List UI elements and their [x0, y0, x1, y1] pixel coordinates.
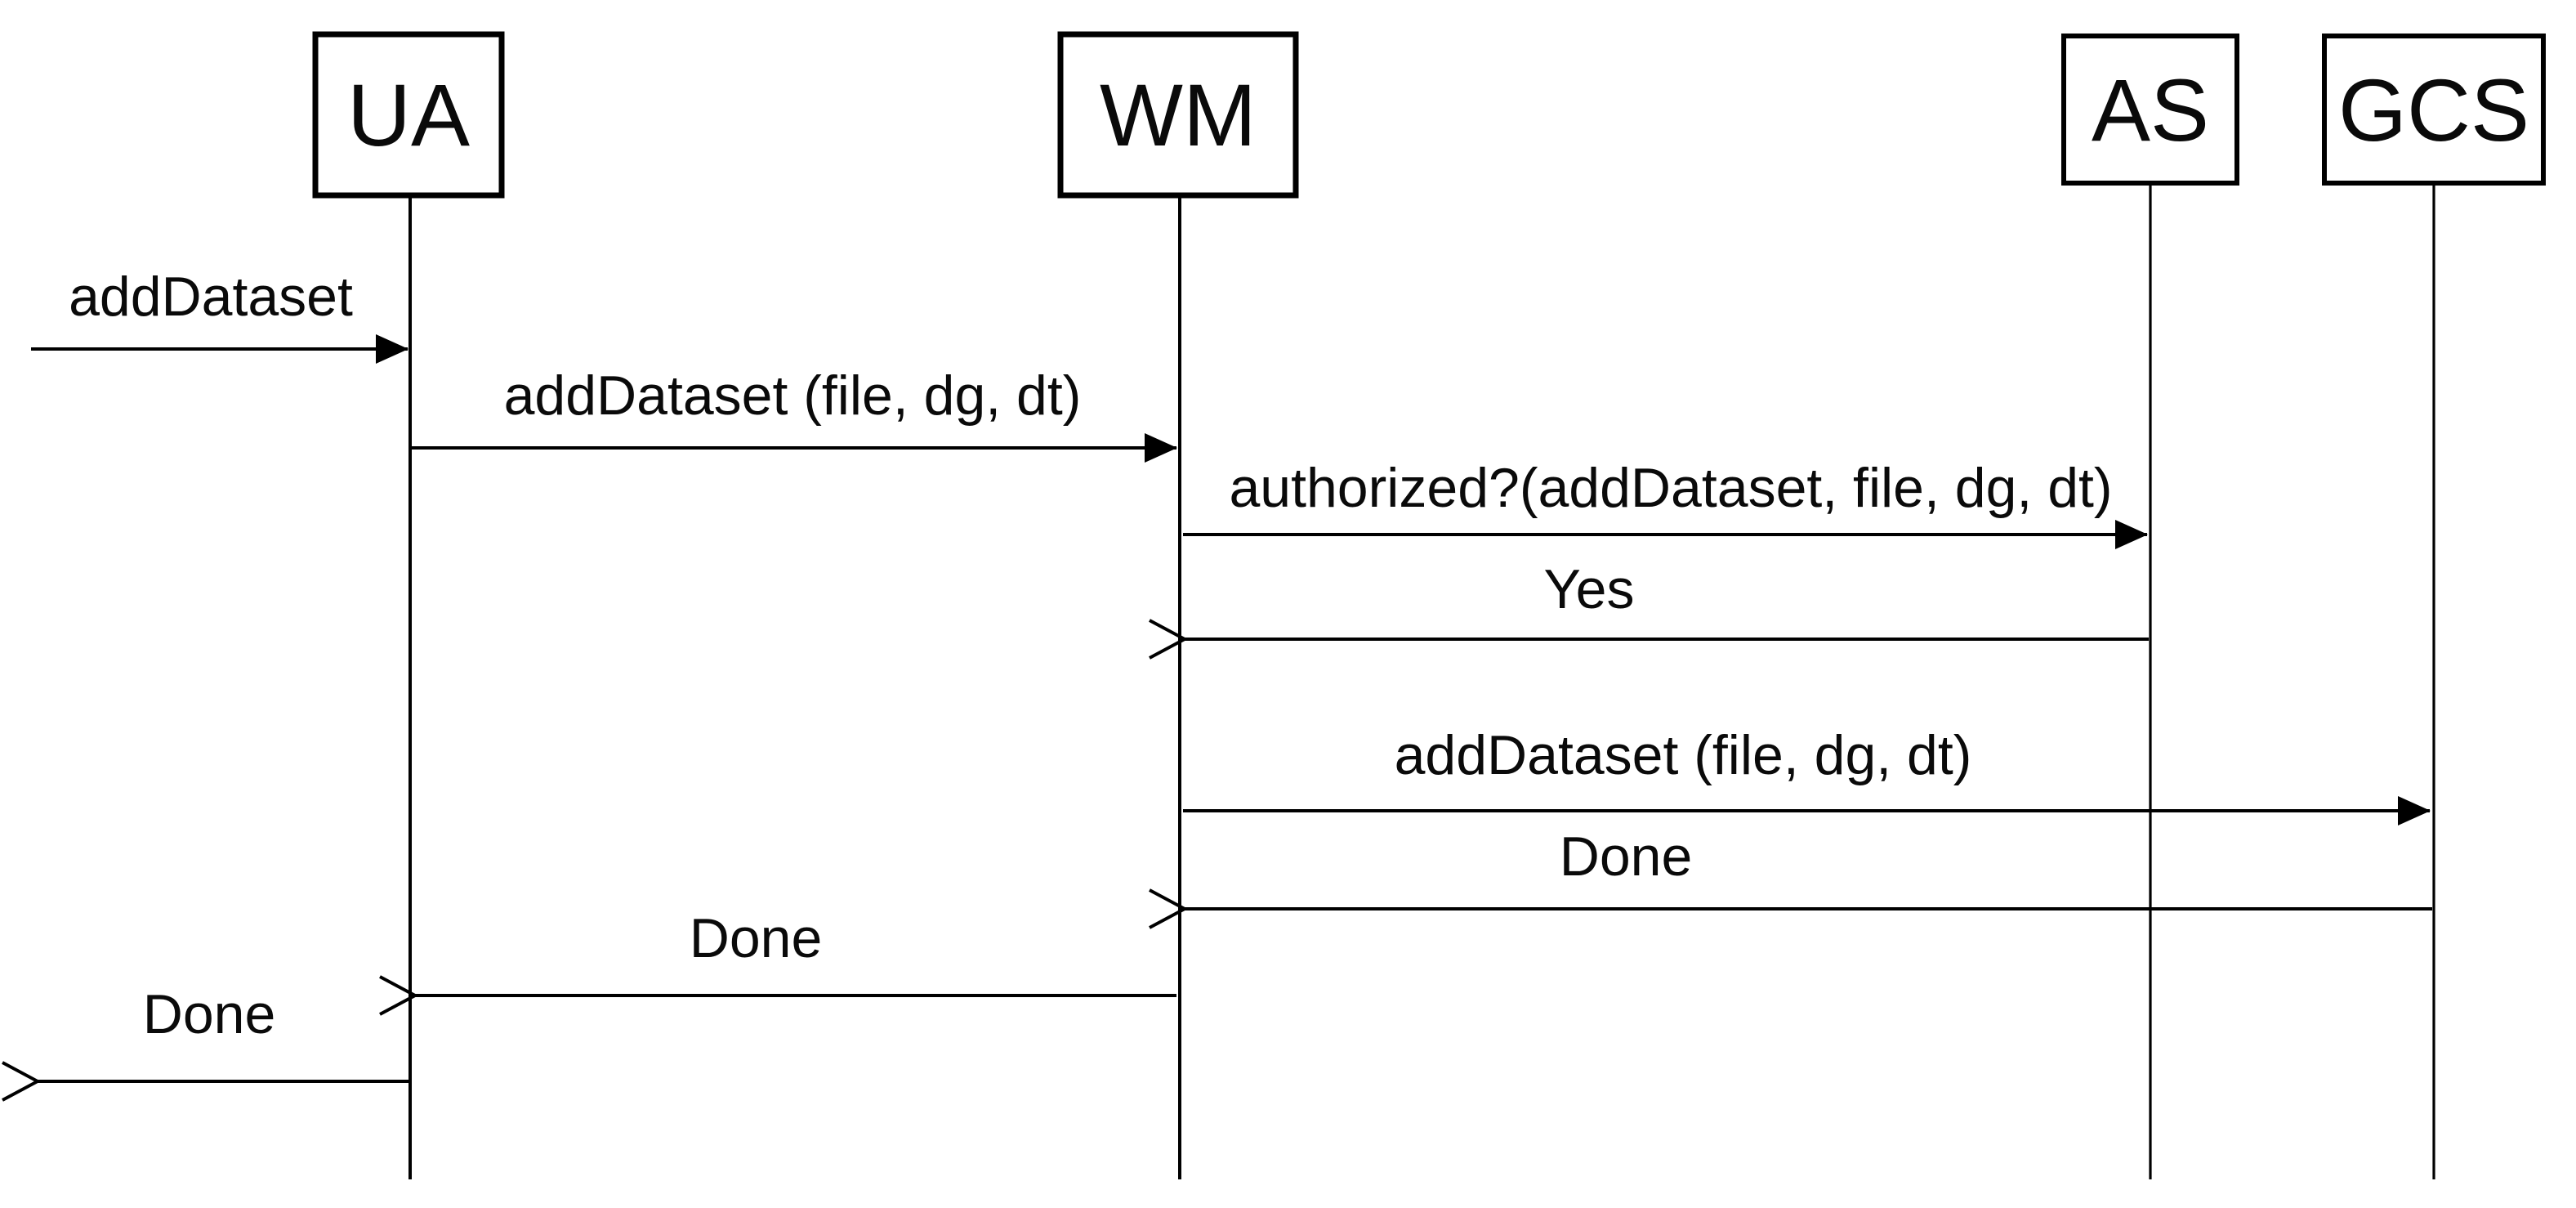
- message-label-2: addDataset (file, dg, dt): [504, 365, 1082, 427]
- message-label-7: Done: [690, 907, 823, 969]
- message-label-3: authorized?(addDataset, file, dg, dt): [1229, 457, 2112, 519]
- message-label-8: Done: [143, 983, 276, 1045]
- actor-label-ua: UA: [347, 65, 470, 164]
- actor-box-as: [2061, 34, 2239, 186]
- actor-label-gcs: GCS: [2338, 60, 2529, 159]
- actor-box-wm: [1057, 31, 1299, 199]
- message-label-6: Done: [1560, 825, 1693, 888]
- actor-label-as: AS: [2092, 60, 2209, 159]
- message-label-4: Yes: [1544, 558, 1635, 620]
- message-label-5: addDataset (file, dg, dt): [1395, 724, 1972, 786]
- message-label-1: addDataset: [69, 266, 353, 328]
- actor-box-ua: [312, 31, 505, 199]
- actor-label-wm: WM: [1100, 65, 1257, 164]
